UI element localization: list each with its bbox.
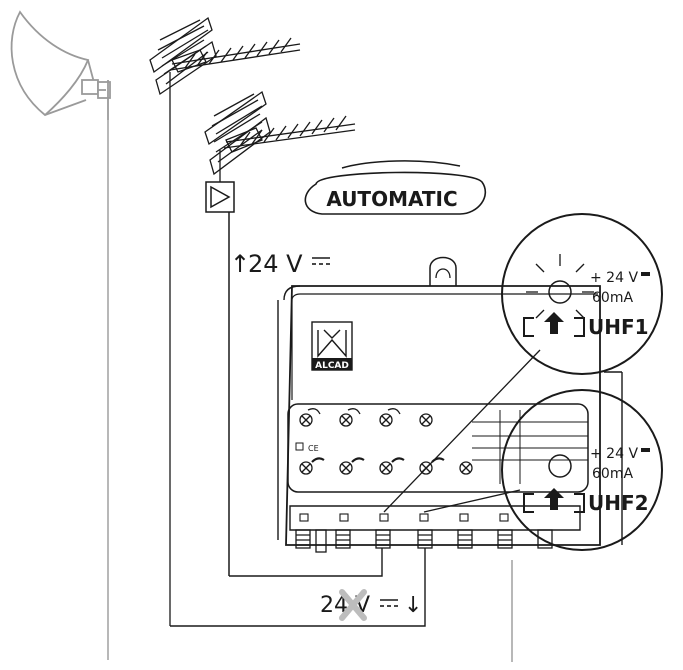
callout-uhf1-leader — [383, 349, 541, 513]
led-rays-icon — [526, 254, 594, 319]
top-trimmers — [299, 408, 433, 427]
uhf1-dc-symbol-icon — [641, 272, 650, 276]
uhf1-current: 60mA — [592, 290, 633, 306]
callout-uhf2-leader — [423, 489, 521, 513]
bottom-trimmers — [299, 457, 473, 475]
satellite-dish-icon — [10, 10, 111, 660]
callout-uhf2: + 24 V 60mA UHF2 — [501, 389, 663, 551]
supply-up-arrow: ↑ — [230, 250, 250, 278]
automatic-badge: AUTOMATIC — [304, 160, 487, 215]
uhf1-label: UHF1 — [588, 315, 649, 339]
adjustment-grid — [472, 410, 588, 484]
masthead-amplifier-icon — [205, 181, 235, 576]
amplifier-unit: ALCAD CE — [277, 256, 623, 553]
lower-antenna-icon — [204, 90, 356, 182]
callout-uhf1: + 24 V 60mA UHF1 — [501, 213, 663, 375]
uhf2-label: UHF2 — [588, 491, 649, 515]
supply-up-label: ↑ 24 V — [230, 250, 330, 278]
supply-up-voltage: 24 V — [248, 250, 303, 278]
uhf2-current: 60mA — [592, 466, 633, 482]
upper-antenna-icon — [149, 16, 301, 626]
ce-mark: CE — [295, 442, 319, 453]
uhf2-led-off-icon — [548, 454, 572, 478]
uhf1-input-port-icon — [523, 312, 585, 337]
uhf1-led-on-icon — [548, 280, 572, 304]
supply-down-arrow: ↓ — [404, 593, 422, 618]
alcad-logo-icon: ALCAD — [311, 321, 353, 371]
uhf2-dc-symbol-icon — [641, 448, 650, 452]
connector-leds — [299, 513, 509, 522]
cross-icon — [339, 589, 367, 621]
cable-runs — [170, 548, 426, 627]
dc-symbol-down-icon — [380, 599, 398, 607]
automatic-label: AUTOMATIC — [326, 187, 457, 211]
dc-symbol-icon — [312, 257, 330, 265]
supply-down-label: 24 V ↓ — [320, 589, 422, 621]
f-connectors — [295, 529, 553, 553]
uhf2-voltage: + 24 V — [590, 446, 638, 462]
ce-mark-text: CE — [308, 444, 319, 453]
uhf2-input-port-icon — [523, 488, 585, 513]
uhf1-voltage: + 24 V — [590, 270, 638, 286]
brand-name: ALCAD — [315, 361, 349, 371]
